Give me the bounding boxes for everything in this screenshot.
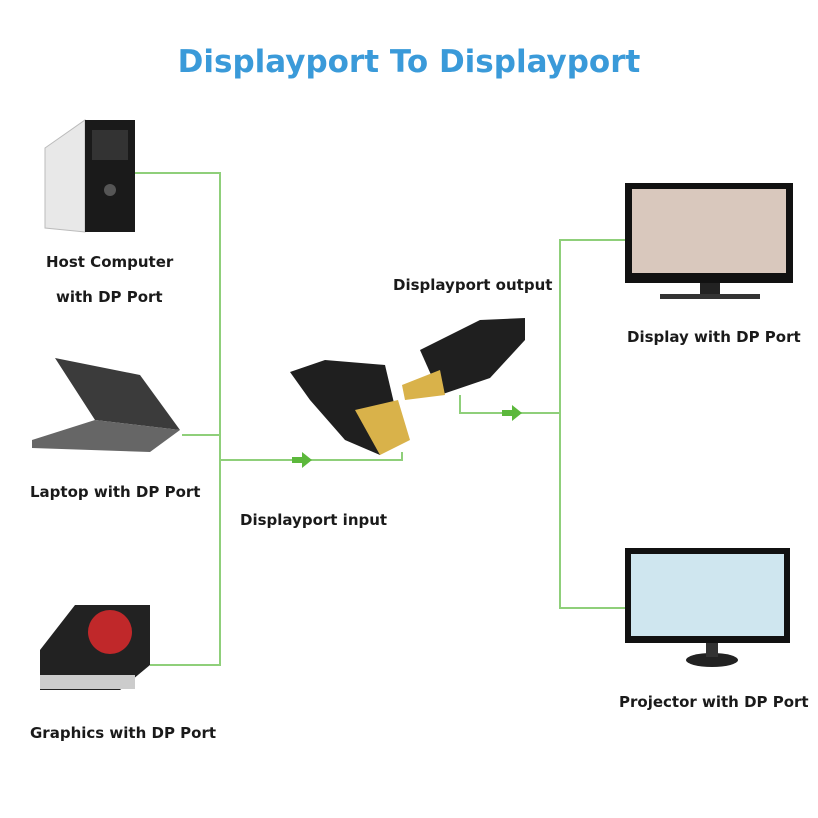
laptop-image [32, 358, 180, 452]
diagram-title: Displayport To Displayport [177, 44, 641, 80]
line-displays [559, 239, 625, 609]
host-computer-label: Host Computer [46, 253, 174, 271]
arrow-icon [292, 405, 522, 468]
laptop-label: Laptop with DP Port [30, 483, 201, 501]
projector-image [625, 548, 790, 667]
graphics-card-image [40, 605, 150, 690]
displayport-output-label: Displayport output [393, 276, 553, 294]
projector-label: Projector with DP Port [619, 693, 809, 711]
connector-lines [135, 172, 625, 666]
displayport-input-label: Displayport input [240, 511, 388, 529]
display-image [625, 183, 793, 299]
host-computer-label-line2: with DP Port [56, 288, 163, 306]
host-computer-image [44, 119, 135, 233]
line-host [135, 172, 221, 666]
displayport-input-cable-image [290, 360, 410, 455]
line-output [459, 395, 560, 414]
displayport-output-cable-image [402, 318, 525, 400]
display-label: Display with DP Port [627, 328, 801, 346]
graphics-label: Graphics with DP Port [30, 724, 217, 742]
line-input [220, 452, 403, 461]
